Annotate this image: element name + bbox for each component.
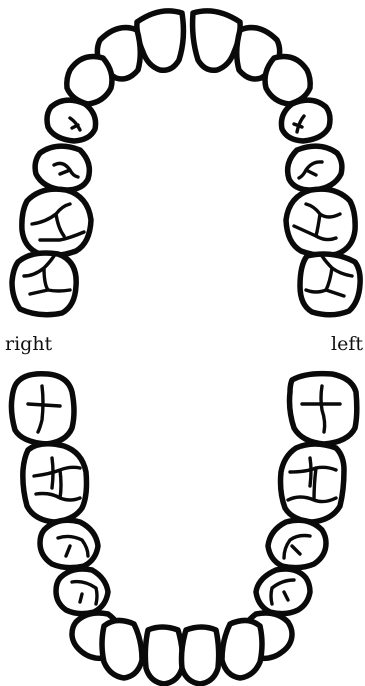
upper-arch (12, 11, 360, 315)
lower-right-first-premolar (56, 569, 108, 614)
lower-left-lateral-incisor (222, 620, 262, 678)
upper-left-first-premolar (281, 100, 330, 141)
upper-right-central-incisor (137, 11, 184, 70)
lower-right-second-premolar (40, 520, 98, 567)
left-side-label: left (331, 333, 363, 355)
lower-right-central-incisor (145, 627, 182, 684)
upper-left-canine (265, 57, 310, 105)
lower-left-first-molar (281, 444, 345, 522)
right-side-label: right (5, 333, 52, 355)
lower-left-central-incisor (182, 627, 219, 684)
upper-left-central-incisor (193, 11, 241, 70)
upper-left-first-molar (286, 189, 355, 255)
lower-arch (11, 374, 356, 684)
lower-left-second-premolar (268, 520, 326, 567)
upper-right-canine (67, 57, 112, 105)
upper-right-second-premolar (35, 146, 89, 190)
upper-left-second-premolar (288, 146, 342, 190)
lower-right-first-molar (23, 444, 87, 522)
lower-right-lateral-incisor (102, 620, 142, 678)
